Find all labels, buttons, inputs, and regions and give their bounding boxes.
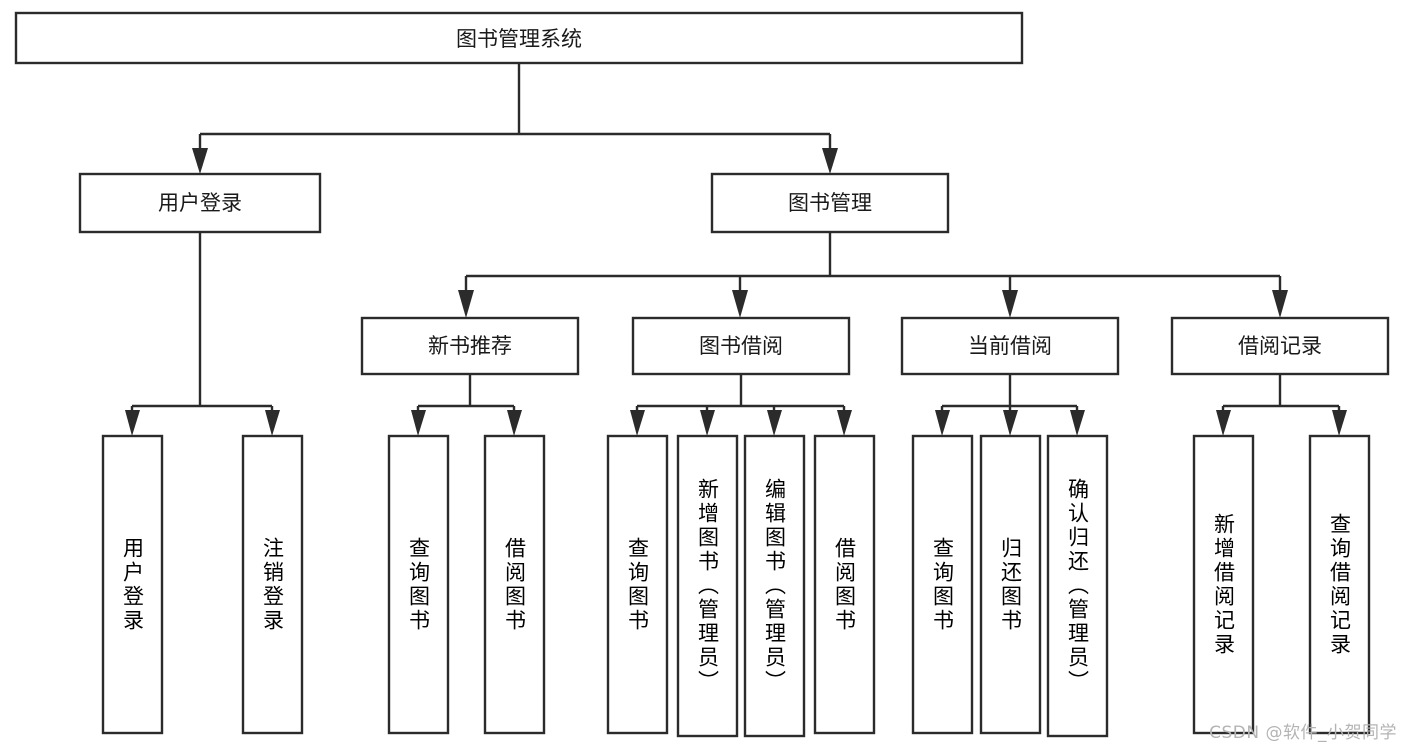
leaf-query-book-new-label: 查询图书 [406, 536, 431, 633]
arrow-down-icon [1272, 290, 1288, 318]
leaf-query-book-borrow-box[interactable] [606, 434, 669, 735]
leaf-node-return-book[interactable]: 归还图书 [979, 434, 1042, 735]
arrow-down-icon [767, 410, 782, 436]
leaf-query-borrow-record-label: 查询借阅记录 [1327, 512, 1352, 657]
leaf-add-book-admin-box[interactable] [676, 434, 739, 738]
node-book-manage-box[interactable] [710, 172, 950, 234]
node-book-borrow[interactable]: 图书借阅 [631, 316, 851, 376]
connector-userlogin-bus [130, 232, 274, 420]
node-book-manage-label: 图书管理 [788, 191, 872, 215]
leaf-borrow-book-new-box[interactable] [483, 434, 546, 735]
arrow-down-icon [1003, 410, 1018, 436]
leaf-query-book-borrow-label: 查询图书 [625, 536, 650, 633]
node-book-borrow-label: 图书借阅 [699, 334, 783, 358]
leaf-return-book-label: 归还图书 [998, 536, 1023, 633]
arrow-down-icon [630, 410, 645, 436]
node-book-borrow-box[interactable] [631, 316, 851, 376]
arrow-down-icon [125, 410, 140, 436]
arrow-down-icon [700, 410, 715, 436]
arrow-down-icon [1216, 410, 1231, 436]
leaf-node-confirm-return-admin[interactable]: 确认归还（管理员） [1046, 434, 1109, 738]
node-borrow-record-label: 借阅记录 [1238, 334, 1322, 358]
arrow-down-icon [458, 290, 474, 318]
leaf-node-borrow-book[interactable]: 借阅图书 [813, 434, 876, 735]
node-borrow-record-box[interactable] [1170, 316, 1390, 376]
leaf-edit-book-admin-label: 编辑图书（管理员） [762, 478, 787, 694]
leaf-node-add-book-admin[interactable]: 新增图书（管理员） [676, 434, 739, 738]
arrow-down-icon [192, 148, 208, 174]
leaf-node-user-login[interactable]: 用户登录 [101, 434, 164, 735]
node-root-label: 图书管理系统 [456, 27, 582, 51]
connector-borrowrecord-bus [1221, 374, 1341, 420]
leaf-query-book-current-label: 查询图书 [930, 536, 955, 633]
leaf-node-query-book-borrow[interactable]: 查询图书 [606, 434, 669, 735]
arrowhead-layer [125, 148, 1347, 436]
connector-bookmanage-bus [464, 232, 1282, 300]
leaf-user-login-box[interactable] [101, 434, 164, 735]
node-current-borrow-label: 当前借阅 [968, 334, 1052, 358]
node-user-login[interactable]: 用户登录 [78, 172, 322, 234]
node-root[interactable]: 图书管理系统 [14, 11, 1024, 65]
leaf-return-book-box[interactable] [979, 434, 1042, 735]
leaf-confirm-return-admin-box[interactable] [1046, 434, 1109, 738]
arrow-down-icon [732, 290, 748, 318]
leaf-add-borrow-record-box[interactable] [1192, 434, 1255, 735]
leaf-borrow-book-label: 借阅图书 [832, 536, 857, 633]
leaf-user-login-label: 用户登录 [120, 536, 145, 633]
leaf-node-query-book-current[interactable]: 查询图书 [911, 434, 974, 735]
arrow-down-icon [411, 410, 426, 436]
leaf-logout-label: 注销登录 [260, 536, 285, 633]
leaf-add-borrow-record-label: 新增借阅记录 [1211, 512, 1236, 657]
arrow-down-icon [935, 410, 950, 436]
arrow-down-icon [822, 148, 838, 174]
leaf-node-add-borrow-record[interactable]: 新增借阅记录 [1192, 434, 1255, 735]
leaf-query-borrow-record-box[interactable] [1308, 434, 1371, 735]
node-user-login-label: 用户登录 [158, 191, 242, 215]
leaf-edit-book-admin-box[interactable] [743, 434, 806, 738]
leaf-query-book-current-box[interactable] [911, 434, 974, 735]
node-new-book-recommend[interactable]: 新书推荐 [360, 316, 580, 376]
node-new-book-recommend-box[interactable] [360, 316, 580, 376]
node-new-book-recommend-label: 新书推荐 [428, 334, 512, 358]
connector-newbook-bus [416, 374, 516, 420]
arrow-down-icon [1070, 410, 1085, 436]
leaf-borrow-book-box[interactable] [813, 434, 876, 735]
arrow-down-icon [837, 410, 852, 436]
leaf-borrow-book-new-label: 借阅图书 [502, 536, 527, 633]
node-current-borrow-box[interactable] [900, 316, 1120, 376]
leaf-query-book-new-box[interactable] [387, 434, 450, 735]
node-user-login-box[interactable] [78, 172, 322, 234]
leaf-logout-box[interactable] [241, 434, 304, 735]
leaf-node-borrow-book-new[interactable]: 借阅图书 [483, 434, 546, 735]
arrow-down-icon [1332, 410, 1347, 436]
node-current-borrow[interactable]: 当前借阅 [900, 316, 1120, 376]
arrow-down-icon [507, 410, 522, 436]
leaf-add-book-admin-label: 新增图书（管理员） [695, 478, 720, 694]
connector-layer [130, 63, 1341, 420]
connector-bookborrow-bus [635, 374, 846, 420]
arrow-down-icon [1002, 290, 1018, 318]
connector-root-bus [198, 63, 832, 158]
arrow-down-icon [265, 410, 280, 436]
node-borrow-record[interactable]: 借阅记录 [1170, 316, 1390, 376]
leaf-node-edit-book-admin[interactable]: 编辑图书（管理员） [743, 434, 806, 738]
node-root-box[interactable] [14, 11, 1024, 65]
leaf-confirm-return-admin-label: 确认归还（管理员） [1065, 478, 1090, 694]
leaf-node-logout[interactable]: 注销登录 [241, 434, 304, 735]
leaf-node-query-book-new[interactable]: 查询图书 [387, 434, 450, 735]
leaf-node-query-borrow-record[interactable]: 查询借阅记录 [1308, 434, 1371, 735]
node-book-manage[interactable]: 图书管理 [710, 172, 950, 234]
